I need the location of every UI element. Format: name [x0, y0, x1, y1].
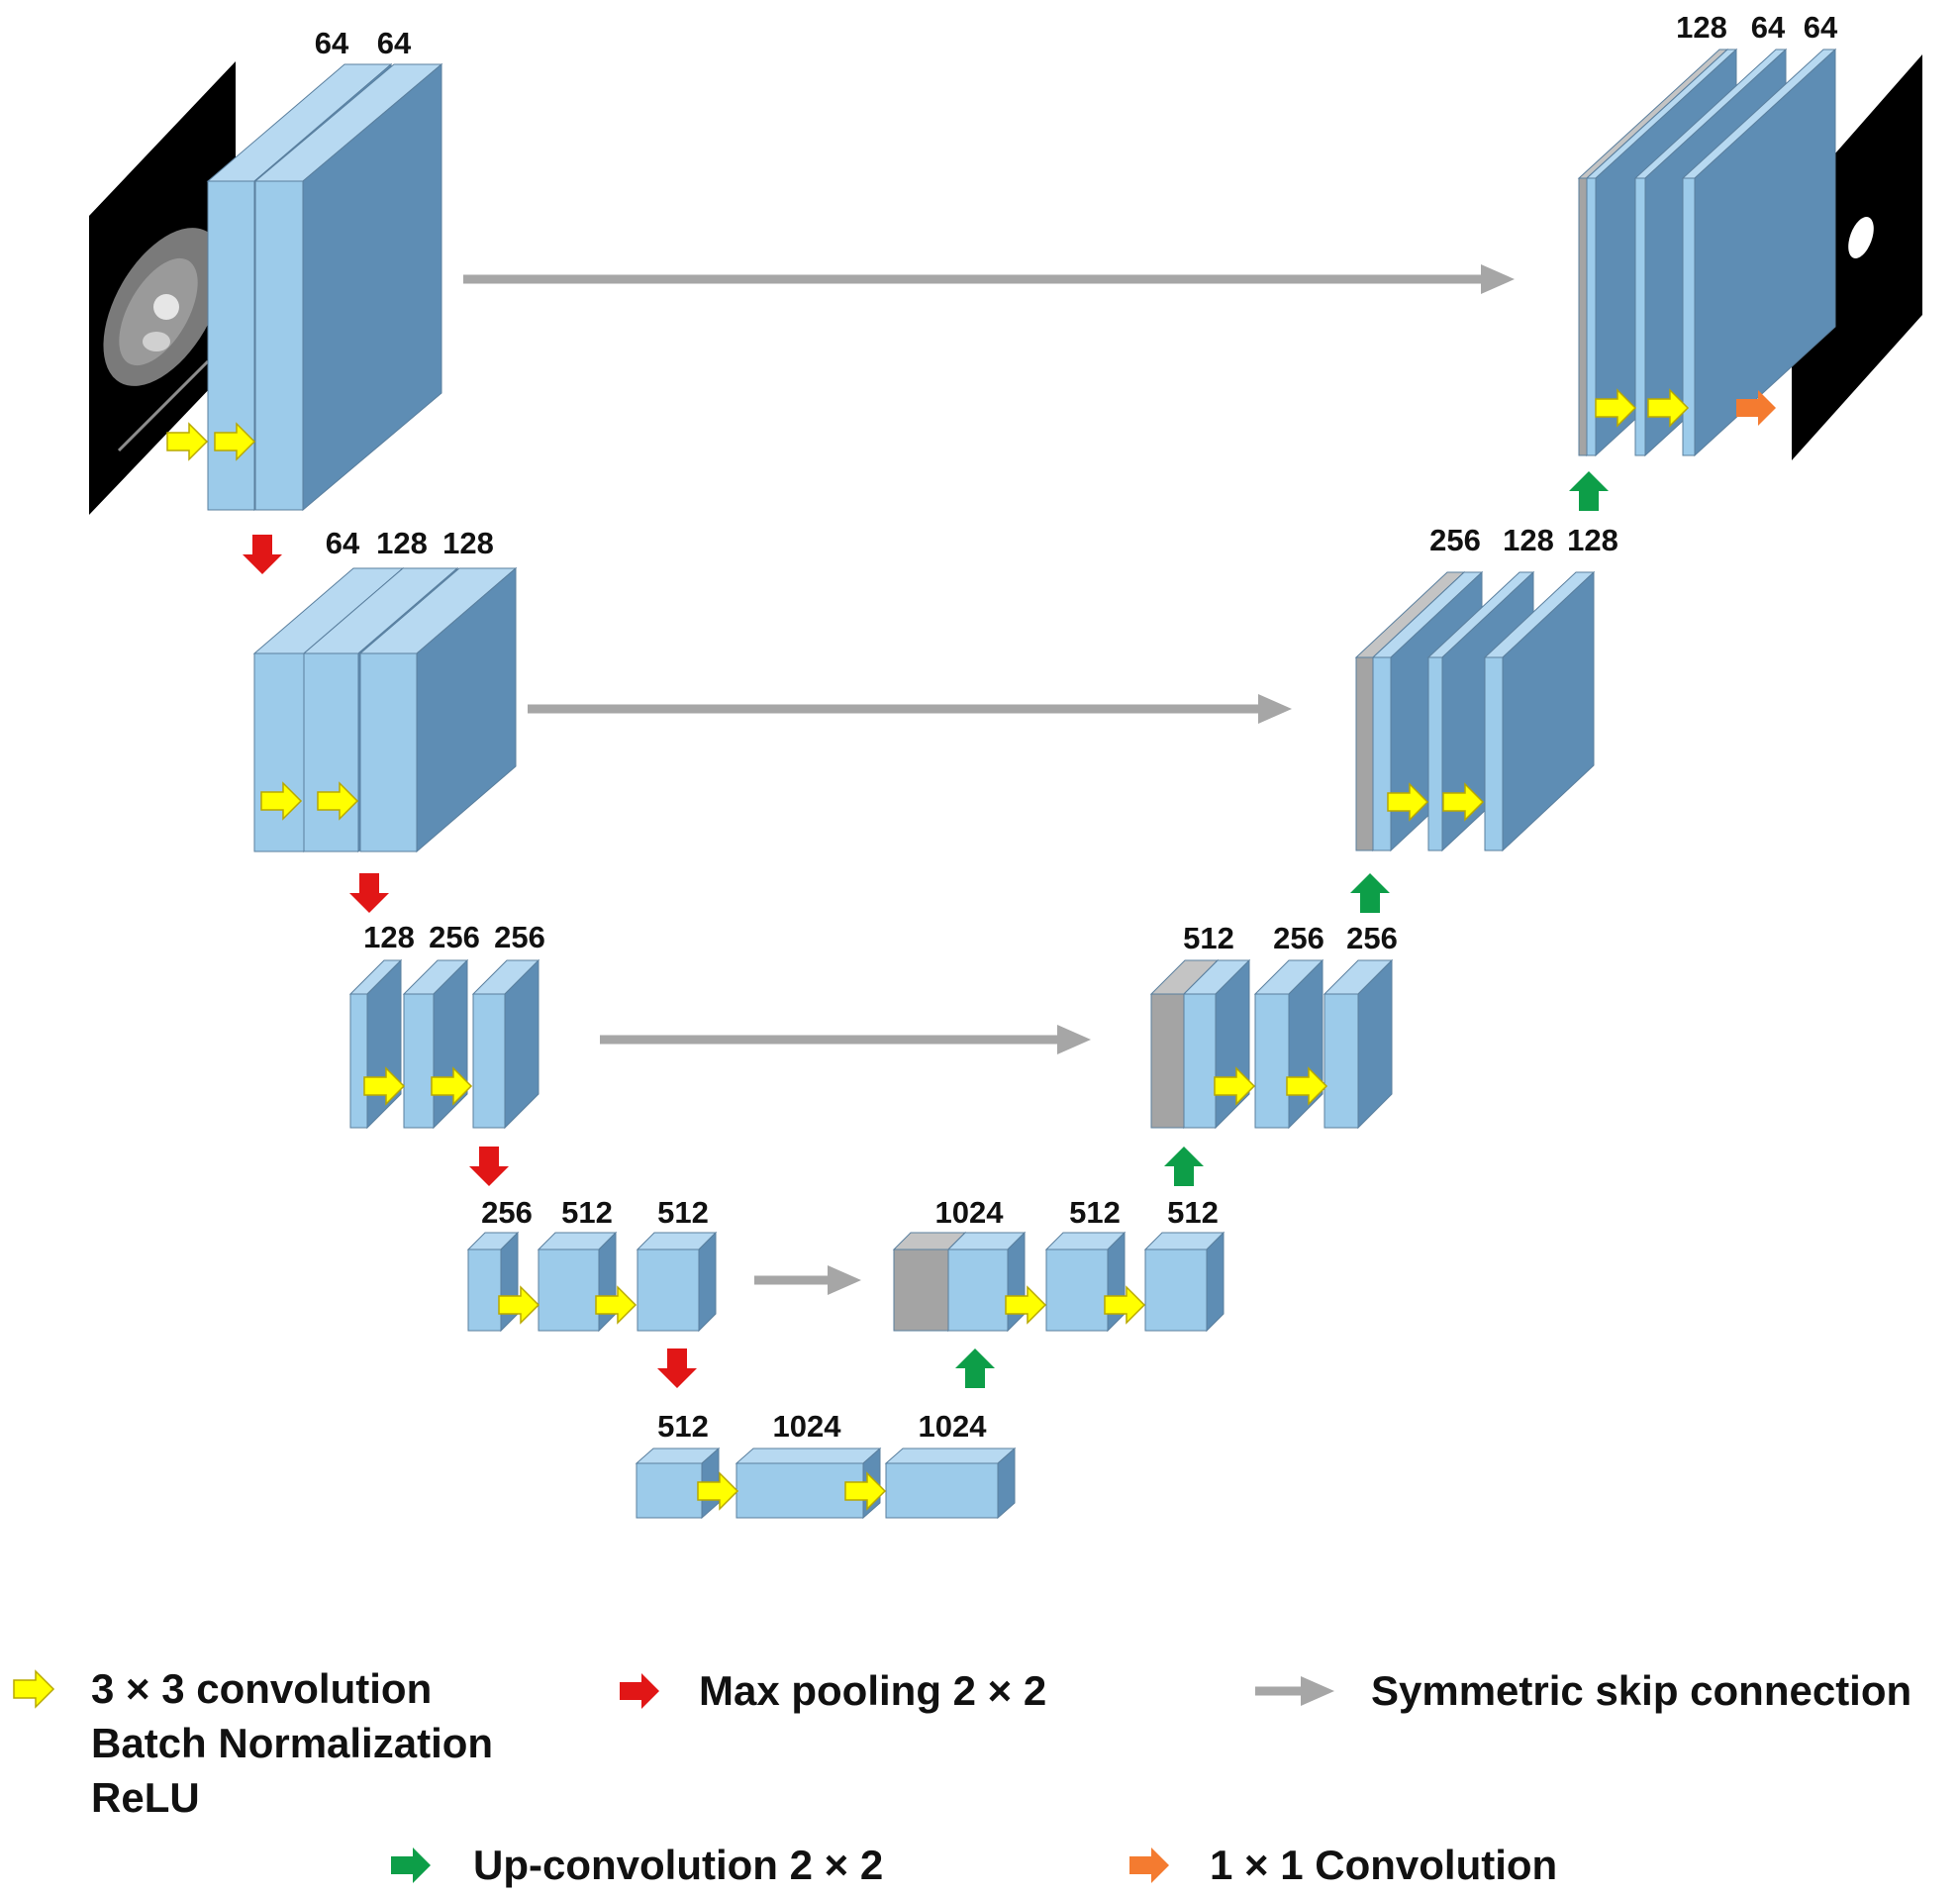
conv-arrow-bottleneck-8 — [697, 1471, 739, 1511]
dec3-block-2 — [1253, 958, 1324, 1130]
label-dec3-1: 256 — [1273, 921, 1324, 955]
label-enc4-0: 256 — [481, 1195, 533, 1230]
legend-conv-text-2: Batch Normalization — [91, 1720, 493, 1766]
label-enc3-2: 256 — [494, 920, 545, 954]
conv-arrow-dec3-13 — [1286, 1066, 1328, 1106]
onebyone-conv-arrow — [1736, 390, 1776, 426]
label-enc3-0: 128 — [363, 920, 415, 954]
upconv-arrow-2 — [1350, 873, 1390, 913]
bottleneck-block-3 — [884, 1447, 1017, 1520]
upconv-arrow-3 — [1164, 1147, 1204, 1186]
conv-arrow-enc1-1 — [214, 422, 256, 461]
legend-conv-icon — [13, 1669, 55, 1709]
label-enc2-1: 128 — [376, 526, 428, 560]
conv-arrow-dec1-17 — [1647, 388, 1690, 428]
label-enc2-0: 64 — [326, 526, 360, 560]
dec4-block-1 — [946, 1231, 1027, 1333]
enc3-block-3 — [471, 958, 540, 1130]
conv-arrow-enc2-2 — [260, 781, 303, 821]
channel-labels: 64 64 64 128 128 128 256 256 256 512 512… — [315, 10, 1838, 1444]
legend-pool-text: Max pooling 2 × 2 — [699, 1667, 1046, 1714]
label-dec4-2: 512 — [1167, 1195, 1219, 1230]
dec4-block-2 — [1044, 1231, 1127, 1333]
dec1-block-3 — [1681, 48, 1837, 457]
conv-arrow-dec1-16 — [1595, 388, 1637, 428]
input-ct-image — [89, 61, 236, 515]
conv-arrow-dec4-10 — [1005, 1285, 1047, 1325]
dec2-block-3 — [1483, 570, 1596, 852]
label-enc2-2: 128 — [442, 526, 494, 560]
label-enc4-2: 512 — [657, 1195, 709, 1230]
label-dec2-0: 256 — [1429, 523, 1481, 557]
dec3-block-1 — [1182, 958, 1251, 1130]
legend-up-text: Up-convolution 2 × 2 — [473, 1842, 883, 1888]
io-images — [89, 54, 1922, 515]
legend-pool-icon — [620, 1673, 659, 1709]
skip-arrow-level3 — [600, 1025, 1091, 1054]
label-dec2-2: 128 — [1567, 523, 1618, 557]
conv-arrow-dec2-14 — [1387, 782, 1429, 822]
conv-arrow-enc1-0 — [166, 422, 209, 461]
legend-skip-text: Symmetric skip connection — [1371, 1667, 1911, 1714]
legend-onebyone-text: 1 × 1 Convolution — [1210, 1842, 1557, 1888]
conv-arrow-enc3-5 — [431, 1066, 473, 1106]
label-enc3-1: 256 — [429, 920, 480, 954]
dec4-block-3 — [1143, 1231, 1225, 1333]
conv-arrow-enc3-4 — [363, 1066, 406, 1106]
legend-up-icon — [391, 1847, 431, 1883]
label-dec4-1: 512 — [1069, 1195, 1121, 1230]
conv-arrow-bottleneck-9 — [844, 1471, 887, 1511]
conv-arrow-dec2-15 — [1442, 782, 1485, 822]
skip-connections — [463, 264, 1515, 1295]
output-segmentation-mask — [1792, 54, 1922, 460]
label-dec3-2: 256 — [1346, 921, 1398, 955]
label-bottleneck-2: 1024 — [919, 1409, 988, 1444]
bottleneck-block-1 — [635, 1447, 721, 1520]
dec3-block-3 — [1323, 958, 1394, 1130]
enc1-block-2 — [253, 62, 443, 512]
label-bottleneck-1: 1024 — [773, 1409, 842, 1444]
legend-skip-icon — [1255, 1676, 1334, 1706]
label-dec2-1: 128 — [1503, 523, 1554, 557]
skip-arrow-level2 — [528, 694, 1292, 724]
label-enc1-0: 64 — [315, 26, 349, 60]
enc4-block-3 — [636, 1231, 718, 1333]
pool-arrow-4 — [657, 1348, 697, 1388]
label-dec4-0: 1024 — [935, 1195, 1005, 1230]
label-enc1-1: 64 — [377, 26, 412, 60]
enc3-block-1 — [348, 958, 403, 1130]
label-dec1-1: 64 — [1751, 10, 1786, 45]
legend: 3 × 3 convolution Batch Normalization Re… — [91, 1665, 1911, 1888]
conv-arrow-enc4-6 — [498, 1285, 540, 1325]
conv-arrow-dec3-12 — [1214, 1066, 1256, 1106]
label-enc4-1: 512 — [561, 1195, 613, 1230]
legend-conv-text-1: 3 × 3 convolution — [91, 1665, 432, 1712]
enc3-block-2 — [402, 958, 469, 1130]
enc4-block-2 — [537, 1231, 618, 1333]
upconv-arrow-4 — [955, 1348, 995, 1388]
label-dec1-0: 128 — [1676, 10, 1727, 45]
conv-arrow-enc4-7 — [595, 1285, 637, 1325]
enc2-block-3 — [358, 566, 518, 853]
skip-arrow-level4 — [754, 1265, 861, 1295]
upconv-arrow-1 — [1569, 471, 1609, 511]
conv-arrow-enc2-3 — [317, 781, 359, 821]
skip-arrow-level1 — [463, 264, 1515, 294]
label-dec1-2: 64 — [1804, 10, 1838, 45]
legend-onebyone-icon — [1129, 1847, 1169, 1883]
pool-arrow-1 — [243, 535, 282, 574]
label-bottleneck-0: 512 — [657, 1409, 709, 1444]
legend-conv-text-3: ReLU — [91, 1774, 200, 1821]
operation-arrows — [166, 388, 1776, 1511]
enc4-block-1 — [466, 1231, 520, 1333]
label-dec3-0: 512 — [1183, 921, 1234, 955]
pool-arrow-2 — [349, 873, 389, 913]
conv-arrow-dec4-11 — [1104, 1285, 1146, 1325]
legend-icons — [13, 1669, 1334, 1883]
pool-arrow-3 — [469, 1147, 509, 1186]
